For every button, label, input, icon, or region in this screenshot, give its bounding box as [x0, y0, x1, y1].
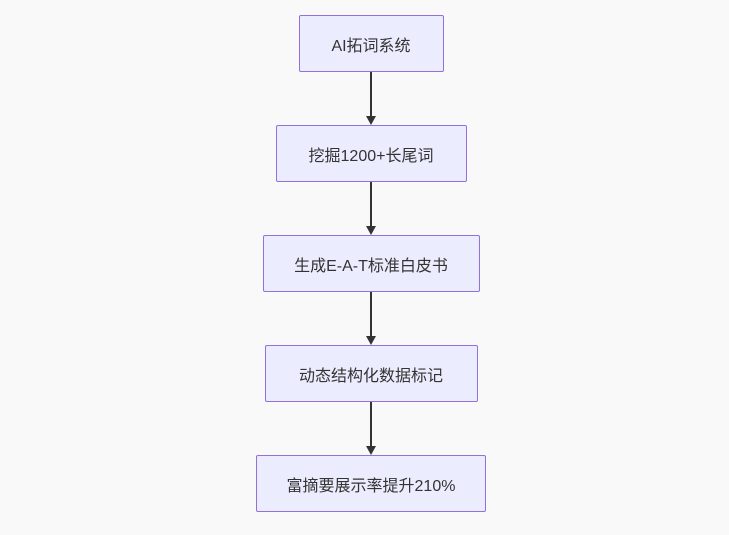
arrow-head-down-icon: [366, 336, 376, 345]
flow-node-label: 挖掘1200+长尾词: [308, 147, 434, 165]
arrow-head-down-icon: [366, 446, 376, 455]
arrow-head-down-icon: [366, 226, 376, 235]
arrow-line: [370, 182, 372, 226]
flow-arrow: [366, 72, 376, 125]
flow-arrow: [366, 402, 376, 455]
flow-node-label: 动态结构化数据标记: [298, 367, 443, 385]
flow-node-rich-snippet-rate: 富摘要展示率提升210%: [256, 455, 486, 512]
flow-node-label: 生成E-A-T标准白皮书: [294, 257, 448, 275]
flow-arrow: [366, 182, 376, 235]
flow-node-ai-keyword-system: AI拓词系统: [298, 15, 444, 72]
arrow-line: [370, 402, 372, 446]
flow-node-structured-data-markup: 动态结构化数据标记: [264, 345, 478, 402]
flowchart: AI拓词系统 挖掘1200+长尾词 生成E-A-T标准白皮书 动态结构化数据标记: [256, 15, 486, 512]
arrow-line: [370, 292, 372, 336]
flow-node-label: AI拓词系统: [331, 37, 411, 55]
flow-node-longtail-keywords: 挖掘1200+长尾词: [275, 125, 467, 182]
flow-node-eat-whitepaper: 生成E-A-T标准白皮书: [262, 235, 480, 292]
flow-node-label: 富摘要展示率提升210%: [286, 477, 456, 495]
arrow-line: [370, 72, 372, 116]
arrow-head-down-icon: [366, 116, 376, 125]
flow-arrow: [366, 292, 376, 345]
